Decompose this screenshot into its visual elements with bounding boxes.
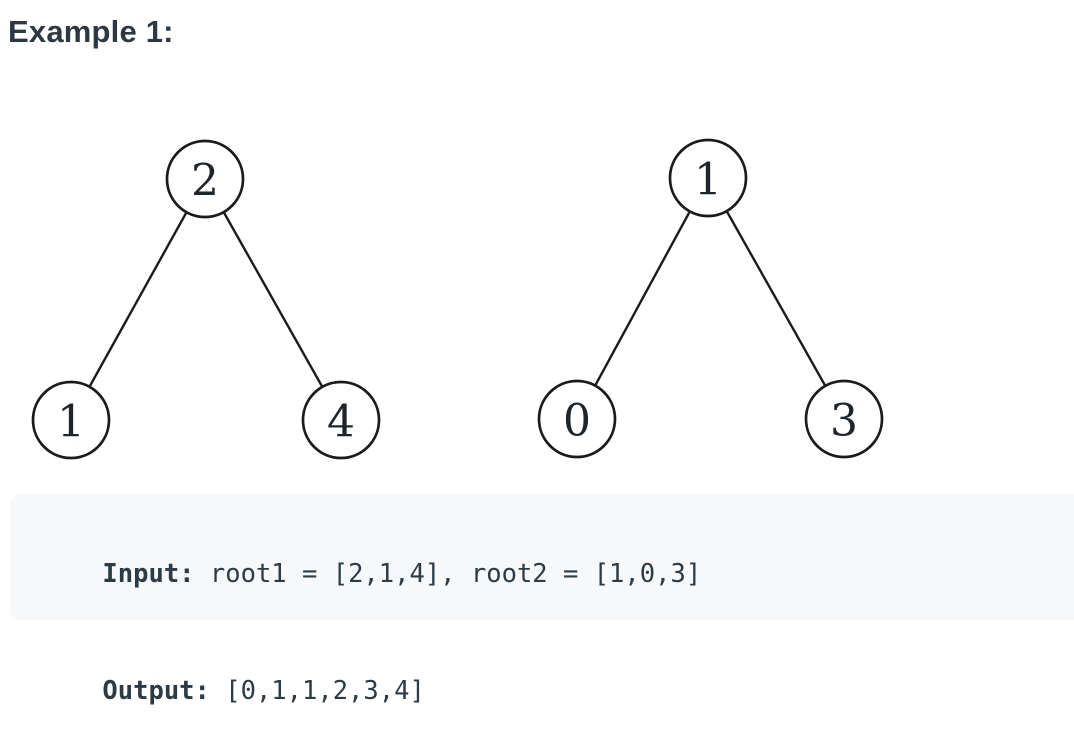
- example-code-block: Input: root1 = [2,1,4], root2 = [1,0,3] …: [10, 494, 1074, 706]
- input-value: root1 = [2,1,4], root2 = [1,0,3]: [194, 559, 702, 589]
- tree-node-label: 4: [327, 396, 355, 447]
- binary-trees-figure: 2 1 4 1 0 3: [31, 138, 884, 460]
- tree-edge: [706, 177, 846, 420]
- tree-node-circle: [31, 380, 111, 460]
- tree-node-circle: [537, 379, 617, 459]
- tree-root2: 1 0 3: [537, 138, 884, 459]
- tree-edge: [203, 178, 343, 421]
- tree-edge: [575, 177, 710, 420]
- tree-edge: [69, 178, 207, 421]
- tree-node-circle: [301, 380, 381, 460]
- output-label: Output:: [102, 676, 210, 706]
- tree-node-label: 1: [694, 154, 722, 205]
- output-value: [0,1,1,2,3,4]: [209, 676, 425, 706]
- example-heading: Example 1:: [8, 14, 174, 49]
- tree-node-label: 1: [57, 396, 85, 447]
- tree-node-circle: [804, 379, 884, 459]
- output-line: Output: [0,1,1,2,3,4]: [41, 633, 1074, 750]
- input-label: Input:: [102, 559, 195, 589]
- tree-node-circle: [668, 138, 748, 218]
- input-line: Input: root1 = [2,1,4], root2 = [1,0,3]: [41, 516, 1074, 633]
- tree-node-label: 2: [191, 155, 219, 206]
- tree-node-label: 0: [563, 395, 591, 446]
- tree-root1: 2 1 4: [31, 139, 381, 460]
- tree-node-label: 3: [830, 395, 858, 446]
- tree-node-circle: [165, 139, 245, 219]
- page: { "heading": { "text": "Example 1:" }, "…: [8, 14, 884, 706]
